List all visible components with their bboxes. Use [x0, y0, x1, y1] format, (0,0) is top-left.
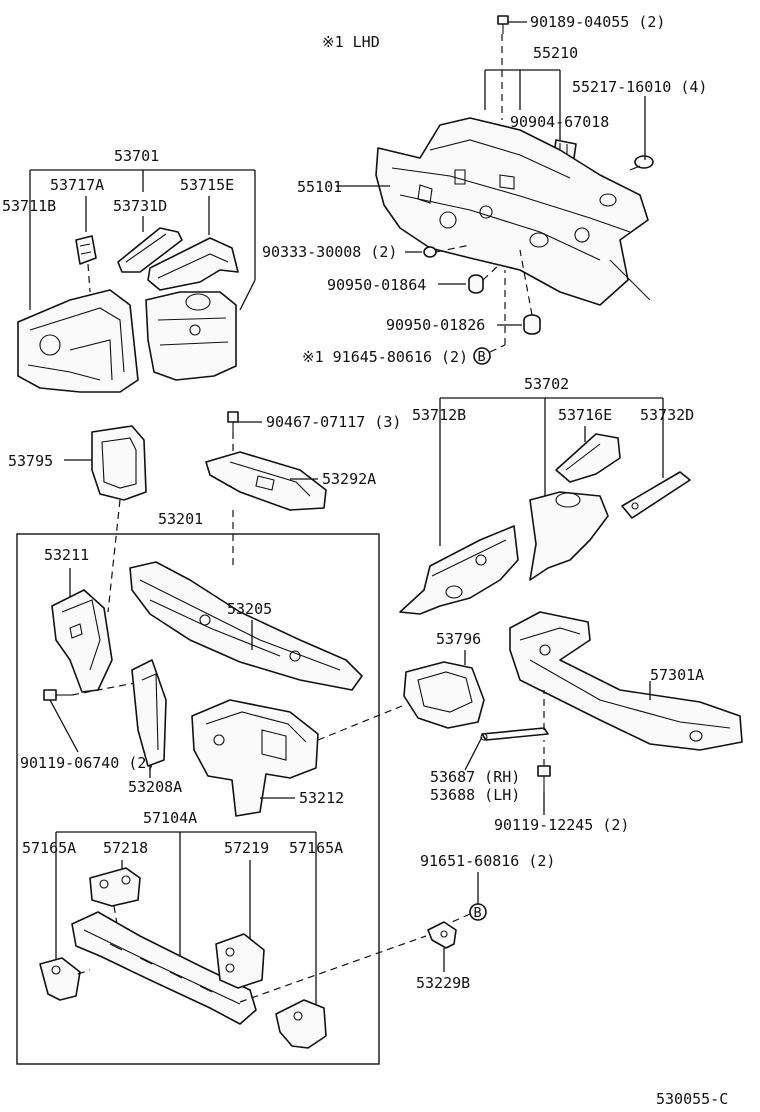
label-90467-07117: 90467-07117 (3)	[266, 413, 401, 431]
support-53212-part	[191, 699, 319, 817]
svg-text:B: B	[474, 905, 482, 921]
label-53702: 53702	[524, 375, 569, 393]
label-53711b: 53711B	[2, 197, 56, 215]
label-91645-80616: ※1 91645-80616 (2)	[302, 348, 468, 366]
bolt-90119-12245-icon	[537, 765, 551, 792]
label-53688-lh: 53688 (LH)	[430, 786, 520, 804]
reinforcement-53715e-part	[147, 237, 239, 291]
label-53201: 53201	[158, 510, 203, 528]
apron-53702-group: 53702 53712B 53716E 53732D 53796	[399, 375, 743, 834]
brace-53208a-part	[131, 659, 167, 767]
label-57219: 57219	[224, 839, 269, 857]
support-53205-part	[129, 561, 363, 691]
svg-text:B: B	[478, 349, 486, 365]
label-90950-01826: 90950-01826	[386, 316, 485, 334]
label-53715e: 53715E	[180, 176, 234, 194]
diagram-code: 530055-C	[656, 1090, 728, 1108]
label-90904-67018: 90904-67018	[510, 113, 609, 131]
label-91651-60816: 91651-60816 (2)	[420, 852, 555, 870]
label-53292a: 53292A	[322, 470, 376, 488]
label-53212: 53212	[299, 789, 344, 807]
bracket-53731d-part	[117, 227, 183, 273]
label-55101: 55101	[297, 178, 342, 196]
apron-53702-main-part	[529, 491, 609, 581]
bolt-90119-06740-icon	[43, 689, 72, 701]
label-57165a-left: 57165A	[22, 839, 76, 857]
label-53208a: 53208A	[128, 778, 182, 796]
label-53717a: 53717A	[50, 176, 104, 194]
bracket-53732d-part	[621, 471, 691, 519]
dash-panel-55101-part	[375, 117, 651, 306]
bracket-57219-part	[215, 933, 265, 989]
support-53211-part	[51, 589, 113, 693]
clip-90467-icon	[227, 411, 239, 432]
reinforcement-53716e-part	[555, 433, 621, 483]
label-90119-12245: 90119-12245 (2)	[494, 816, 629, 834]
label-53701: 53701	[114, 147, 159, 165]
label-57104a: 57104A	[143, 809, 197, 827]
label-90119-06740: 90119-06740 (2)	[20, 754, 155, 772]
label-53205: 53205	[227, 600, 272, 618]
dash-panel-group: 90189-04055 (2) 55210 55217-16010 (4) 90…	[262, 13, 707, 366]
label-53716e: 53716E	[558, 406, 612, 424]
bracket-53229b-part	[427, 921, 457, 949]
member-57301a-part	[509, 611, 743, 751]
plug-90950-01826-icon	[523, 314, 541, 335]
seal-53795-part	[91, 425, 147, 501]
seal-53796-part	[403, 661, 485, 729]
label-53731d: 53731D	[113, 197, 167, 215]
label-90333-30008: 90333-30008 (2)	[262, 243, 397, 261]
marker-b-icon: B	[473, 347, 491, 365]
grommet-90333-icon	[423, 246, 437, 258]
radiator-support-upper-group: 90467-07117 (3) 53292A 53795	[8, 411, 401, 613]
label-57301a: 57301A	[650, 666, 704, 684]
label-53796: 53796	[436, 630, 481, 648]
radiator-support-53201-group: 53201 53211 53205 90119-06740 (2)	[16, 510, 403, 1065]
label-57165a-right: 57165A	[289, 839, 343, 857]
marker-b-lower-icon: B	[469, 903, 487, 921]
crossmember-57104a-group: 57104A 57165A 57218 57219 57165A	[22, 809, 427, 1049]
label-53732d: 53732D	[640, 406, 694, 424]
bracket-57165a-left-part	[39, 957, 81, 1001]
label-53687-rh: 53687 (RH)	[430, 768, 520, 786]
label-55217-16010: 55217-16010 (4)	[572, 78, 707, 96]
label-57218: 57218	[103, 839, 148, 857]
apron-53701-main-part	[145, 291, 237, 381]
screw-55217-icon	[629, 155, 654, 171]
bracket-57165a-right-part	[275, 999, 327, 1049]
apron-53712b-part	[399, 525, 519, 615]
lhd-note: ※1 LHD	[322, 33, 380, 51]
label-53712b: 53712B	[412, 406, 466, 424]
plug-90950-01864-icon	[468, 274, 484, 294]
bolt-90189-icon	[497, 15, 509, 34]
label-53211: 53211	[44, 546, 89, 564]
assembly-53201-box	[16, 533, 380, 1065]
label-53795: 53795	[8, 452, 53, 470]
label-90189-04055: 90189-04055 (2)	[530, 13, 665, 31]
bracket-57218-part	[89, 867, 141, 907]
bracket-53229b-group: 91651-60816 (2) B 53229B	[416, 852, 555, 992]
label-53229b: 53229B	[416, 974, 470, 992]
brace-53687-part	[480, 727, 549, 741]
cover-53292a-part	[205, 451, 327, 511]
apron-53701-group: 53701 53717A 53715E 53711B 53731D	[2, 147, 256, 393]
label-90950-01864: 90950-01864	[327, 276, 426, 294]
crossmember-57104a-part	[71, 911, 257, 1025]
label-55210: 55210	[533, 44, 578, 62]
apron-53711b-part	[17, 289, 139, 393]
bracket-53717a-part	[75, 235, 97, 265]
